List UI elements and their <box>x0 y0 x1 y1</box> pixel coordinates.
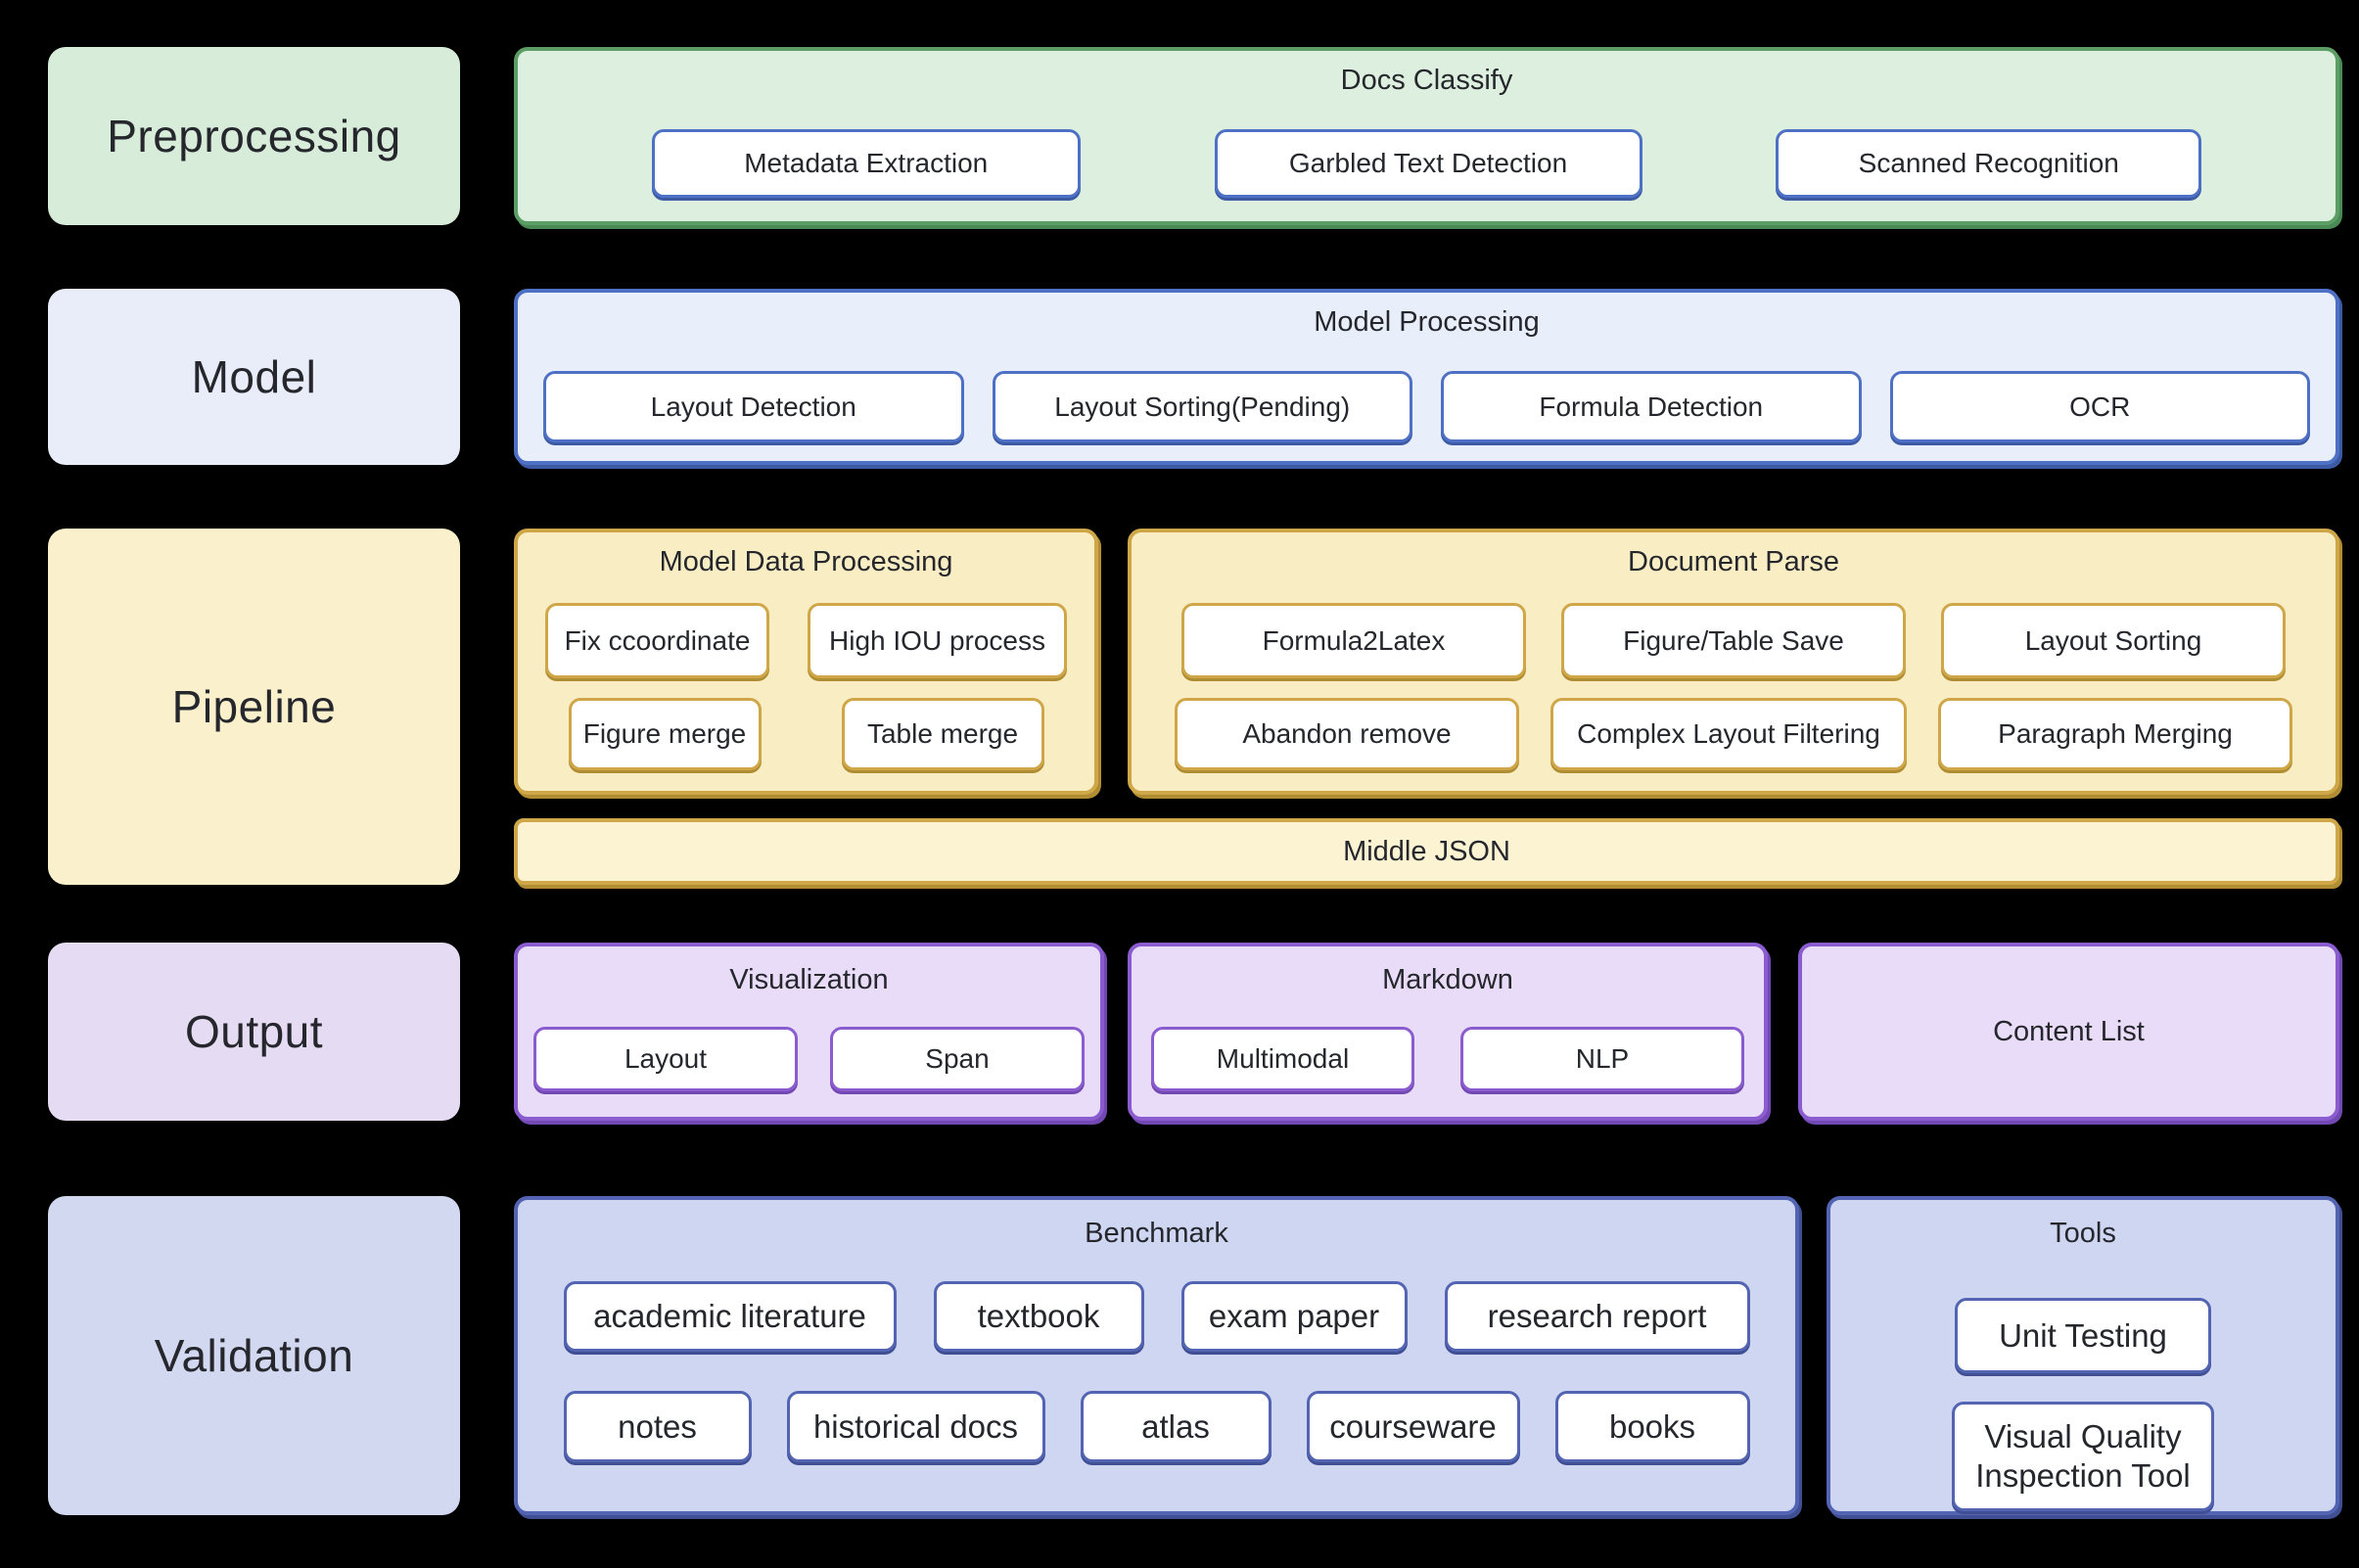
chip-garbled-text-detection: Garbled Text Detection <box>1214 129 1642 198</box>
markdown-chip-row: Multimodal NLP <box>1132 1027 1764 1091</box>
chip-nlp: NLP <box>1460 1027 1744 1091</box>
model-data-processing-row-2: Figure merge Table merge <box>518 698 1094 770</box>
tools-row-1: Unit Testing <box>1830 1298 2336 1373</box>
benchmark-row-2: notes historical docs atlas courseware b… <box>518 1391 1795 1462</box>
section-title: Tools <box>2050 1218 2116 1249</box>
chip-notes: notes <box>563 1391 752 1462</box>
section-title: Docs Classify <box>1340 65 1513 96</box>
chip-high-iou-process: High IOU process <box>808 603 1067 678</box>
row-label-pipeline: Pipeline <box>48 529 460 885</box>
chip-formula-detection: Formula Detection <box>1441 371 1862 442</box>
visualization-chip-row: Layout Span <box>518 1027 1100 1091</box>
tools-row-2: Visual Quality Inspection Tool <box>1830 1402 2336 1511</box>
section-visualization: Visualization Layout Span <box>514 943 1104 1121</box>
chip-historical-docs: historical docs <box>786 1391 1045 1462</box>
chip-figure-merge: Figure merge <box>568 698 762 770</box>
chip-figure-table-save: Figure/Table Save <box>1561 603 1906 678</box>
chip-layout: Layout <box>533 1027 798 1091</box>
chip-textbook: textbook <box>933 1281 1144 1352</box>
row-label-pipeline-text: Pipeline <box>171 681 337 732</box>
section-docs-classify: Docs Classify Metadata Extraction Garble… <box>514 47 2339 225</box>
chip-paragraph-merging: Paragraph Merging <box>1938 698 2292 770</box>
row-label-validation-text: Validation <box>154 1330 354 1381</box>
chip-ocr: OCR <box>1889 371 2310 442</box>
row-label-model-text: Model <box>191 351 317 402</box>
chip-layout-sorting-pending: Layout Sorting(Pending) <box>992 371 1412 442</box>
chip-visual-quality-inspection-tool: Visual Quality Inspection Tool <box>1952 1402 2214 1511</box>
document-parse-row-1: Formula2Latex Figure/Table Save Layout S… <box>1132 603 2336 678</box>
chip-table-merge: Table merge <box>841 698 1044 770</box>
model-processing-chip-row: Layout Detection Layout Sorting(Pending)… <box>518 371 2336 442</box>
benchmark-row-1: academic literature textbook exam paper … <box>518 1281 1795 1352</box>
content-list-box: Content List <box>1798 943 2339 1121</box>
section-benchmark: Benchmark academic literature textbook e… <box>514 1196 1799 1515</box>
section-title: Benchmark <box>1085 1218 1228 1249</box>
row-label-output: Output <box>48 943 460 1121</box>
middle-json-bar: Middle JSON <box>514 818 2339 885</box>
docs-classify-chip-row: Metadata Extraction Garbled Text Detecti… <box>518 129 2336 198</box>
section-tools: Tools Unit Testing Visual Quality Inspec… <box>1827 1196 2339 1515</box>
row-label-output-text: Output <box>184 1006 324 1057</box>
chip-courseware: courseware <box>1306 1391 1520 1462</box>
section-title: Document Parse <box>1628 546 1839 577</box>
section-title: Model Data Processing <box>659 546 953 577</box>
chip-scanned-recognition: Scanned Recognition <box>1776 129 2202 198</box>
section-title: Markdown <box>1382 964 1513 995</box>
chip-abandon-remove: Abandon remove <box>1175 698 1519 770</box>
row-label-validation: Validation <box>48 1196 460 1515</box>
chip-span: Span <box>830 1027 1085 1091</box>
row-label-preprocessing-text: Preprocessing <box>107 111 401 161</box>
section-title: Model Processing <box>1314 306 1540 338</box>
section-document-parse: Document Parse Formula2Latex Figure/Tabl… <box>1128 529 2339 795</box>
content-list-label: Content List <box>1993 1016 2145 1047</box>
document-parse-row-2: Abandon remove Complex Layout Filtering … <box>1132 698 2336 770</box>
chip-unit-testing: Unit Testing <box>1955 1298 2211 1373</box>
section-title: Visualization <box>729 964 889 995</box>
chip-research-report: research report <box>1444 1281 1750 1352</box>
chip-multimodal: Multimodal <box>1151 1027 1414 1091</box>
chip-academic-literature: academic literature <box>563 1281 897 1352</box>
section-model-processing: Model Processing Layout Detection Layout… <box>514 289 2339 465</box>
row-label-preprocessing: Preprocessing <box>48 47 460 225</box>
middle-json-label: Middle JSON <box>1343 836 1510 867</box>
row-label-model: Model <box>48 289 460 465</box>
chip-complex-layout-filtering: Complex Layout Filtering <box>1550 698 1907 770</box>
section-markdown: Markdown Multimodal NLP <box>1128 943 1768 1121</box>
chip-atlas: atlas <box>1080 1391 1272 1462</box>
model-data-processing-row-1: Fix ccoordinate High IOU process <box>518 603 1094 678</box>
section-model-data-processing: Model Data Processing Fix ccoordinate Hi… <box>514 529 1098 795</box>
chip-metadata-extraction: Metadata Extraction <box>651 129 1081 198</box>
chip-fix-ccoordinate: Fix ccoordinate <box>545 603 769 678</box>
chip-exam-paper: exam paper <box>1180 1281 1408 1352</box>
chip-books: books <box>1554 1391 1750 1462</box>
chip-formula2latex: Formula2Latex <box>1181 603 1526 678</box>
chip-layout-sorting: Layout Sorting <box>1941 603 2286 678</box>
chip-layout-detection: Layout Detection <box>543 371 964 442</box>
